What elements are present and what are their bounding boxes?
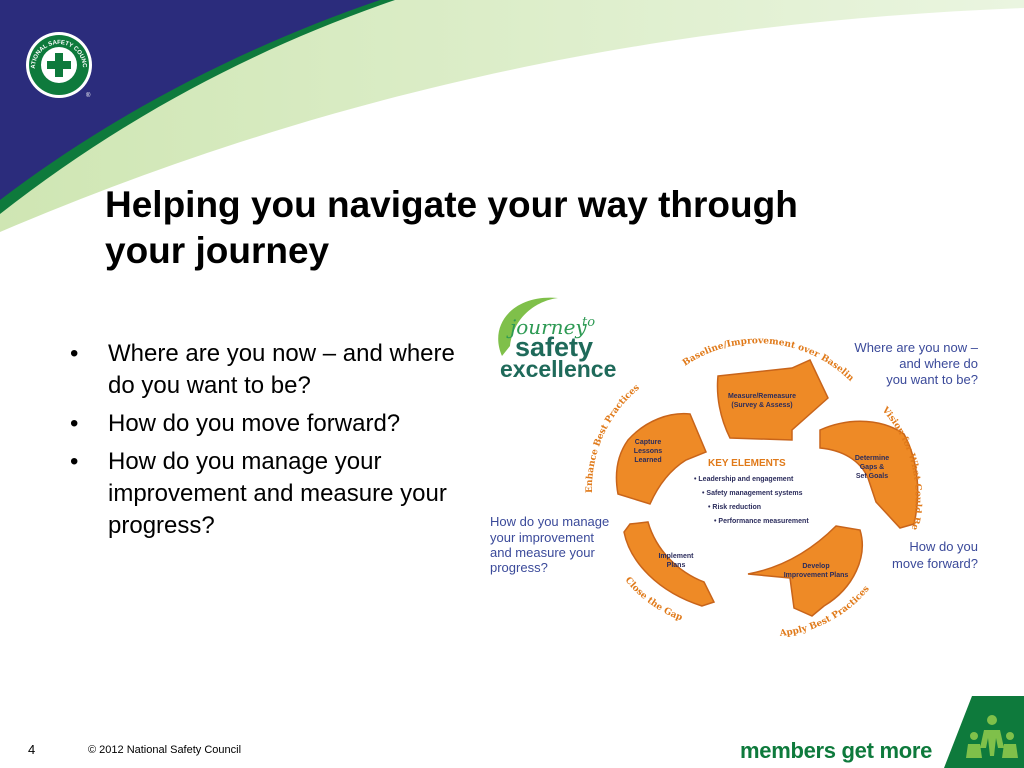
slide-title: Helping you navigate your way through yo… — [105, 182, 905, 274]
arrow-capture — [615, 412, 707, 505]
arrow-label-bottom-right-1: Develop — [802, 563, 829, 570]
brand-excellence: excellence — [500, 356, 616, 382]
cycle-arrows — [615, 359, 919, 617]
question-left-4: progress? — [490, 560, 548, 575]
key-elements-title: KEY ELEMENTS — [708, 458, 786, 469]
registered-mark: ® — [86, 92, 91, 99]
arrow-determine — [819, 420, 919, 529]
arrow-label-right-1: Determine — [855, 455, 889, 462]
bullet-item: How do you manage your improvement and m… — [70, 446, 470, 542]
key-element-item: • Performance measurement — [714, 518, 809, 525]
question-left-2: your improvement — [490, 530, 594, 545]
journey-diagram: journey to safety excellence Measure/Rem… — [480, 288, 979, 639]
question-left-3: and measure your — [490, 545, 595, 560]
key-elements: KEY ELEMENTS • Leadership and engagement… — [694, 458, 809, 525]
bullet-item: How do you move forward? — [70, 408, 470, 440]
tagline: members get more — [740, 738, 933, 763]
arrow-label-left-1: Capture — [635, 439, 662, 446]
page-number: 4 — [28, 742, 36, 757]
brand-safety: safety — [515, 332, 593, 362]
arrow-label-top-1: Measure/Remeasure — [728, 393, 796, 400]
question-left-1: How do you manage — [490, 514, 609, 529]
question-right-2: move forward? — [892, 556, 978, 571]
arrow-label-left-2: Lessons — [634, 448, 663, 455]
people-icon — [966, 715, 1018, 758]
arrow-implement — [623, 521, 716, 607]
arrow-label-right-3: Set Goals — [856, 473, 888, 480]
key-element-item: • Safety management systems — [702, 490, 803, 497]
bullet-item: Where are you now – and where do you wan… — [70, 338, 470, 402]
question-top-right-1: Where are you now – — [854, 340, 978, 355]
brand-to: to — [582, 315, 595, 330]
arrow-label-bottom-right-2: Improvement Plans — [784, 572, 849, 579]
arrow-label-top-2: (Survey & Assess) — [731, 402, 792, 409]
question-top-right-2: and where do — [899, 356, 978, 371]
arrow-label-bottom-left-1: Implement — [658, 553, 694, 560]
key-element-item: • Risk reduction — [708, 504, 761, 511]
arrow-label-right-2: Gaps & — [860, 464, 885, 471]
arrow-label-bottom-left-2: Plans — [667, 562, 686, 569]
title-line-2: your journey — [105, 230, 330, 271]
nsc-logo: NATIONAL SAFETY COUNCIL ® — [24, 30, 92, 99]
arrow-measure — [716, 359, 829, 441]
brand-journey: journey — [506, 315, 587, 339]
key-element-item: • Leadership and engagement — [694, 476, 794, 483]
copyright: © 2012 National Safety Council — [88, 744, 242, 756]
members-corner-graphic — [944, 696, 1024, 768]
bullet-list: Where are you now – and where do you wan… — [70, 338, 470, 548]
question-top-right-3: you want to be? — [886, 372, 978, 387]
arrow-develop — [747, 525, 863, 617]
question-right-1: How do you — [909, 539, 978, 554]
title-line-1: Helping you navigate your way through — [105, 184, 798, 225]
journey-brand-logo: journey to safety excellence — [498, 297, 616, 382]
arrow-label-left-3: Learned — [634, 457, 661, 464]
